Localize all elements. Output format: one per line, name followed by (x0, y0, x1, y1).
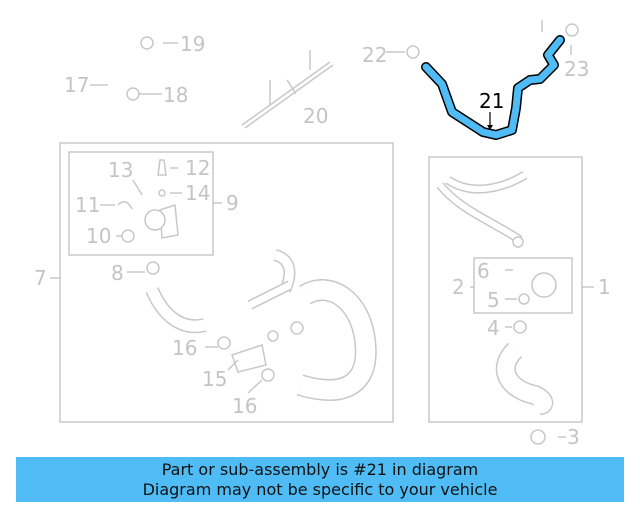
label-9: 9 (226, 191, 239, 215)
assembly-box-7 (59, 142, 394, 423)
clamp-16b (261, 368, 275, 382)
sensor-12 (157, 159, 167, 176)
label-14: 14 (185, 181, 210, 205)
seal-14 (158, 189, 166, 197)
clip-11 (117, 201, 133, 210)
info-banner: Part or sub-assembly is #21 in diagram D… (16, 457, 624, 502)
hose-box1 (437, 172, 527, 243)
label-7: 7 (34, 266, 47, 290)
banner-line-2: Diagram may not be specific to your vehi… (142, 480, 498, 499)
clamp-22 (406, 45, 420, 59)
connector-15 (231, 344, 267, 373)
clamp-8 (146, 261, 160, 275)
label-21: 21 (479, 89, 504, 113)
label-20: 20 (303, 104, 328, 128)
label-23: 23 (564, 57, 589, 81)
label-18: 18 (163, 83, 188, 107)
label-16b: 16 (232, 394, 257, 418)
hose-lower (146, 287, 207, 332)
clamp-19 (140, 36, 154, 50)
label-4: 4 (487, 316, 500, 340)
banner-line-1: Part or sub-assembly is #21 in diagram (161, 460, 479, 479)
assembly-box-2 (473, 257, 573, 314)
label-10: 10 (86, 224, 111, 248)
label-16a: 16 (172, 336, 197, 360)
housing-2 (531, 272, 557, 298)
o-ring-10 (121, 229, 135, 243)
label-13: 13 (108, 158, 133, 182)
clamp-3 (530, 429, 546, 445)
bracket-20 (241, 50, 334, 129)
label-12: 12 (185, 156, 210, 180)
clamp-16a (217, 336, 231, 350)
clamp-23 (565, 23, 579, 37)
label-8: 8 (111, 261, 124, 285)
o-ring-5 (518, 293, 530, 305)
label-19: 19 (180, 32, 205, 56)
label-11: 11 (75, 193, 100, 217)
label-1: 1 (598, 275, 611, 299)
label-15: 15 (202, 367, 227, 391)
clamp-18 (126, 87, 140, 101)
clamp-4 (513, 320, 527, 334)
assembly-box-1 (428, 156, 583, 423)
label-5: 5 (487, 288, 500, 312)
pipe (248, 281, 292, 309)
label-17: 17 (64, 73, 89, 97)
label-22: 22 (362, 43, 387, 67)
label-6: 6 (477, 259, 490, 283)
hose-large (297, 280, 376, 400)
label-3: 3 (567, 425, 580, 449)
label-2: 2 (452, 275, 465, 299)
hose-box1-lower (497, 343, 552, 414)
